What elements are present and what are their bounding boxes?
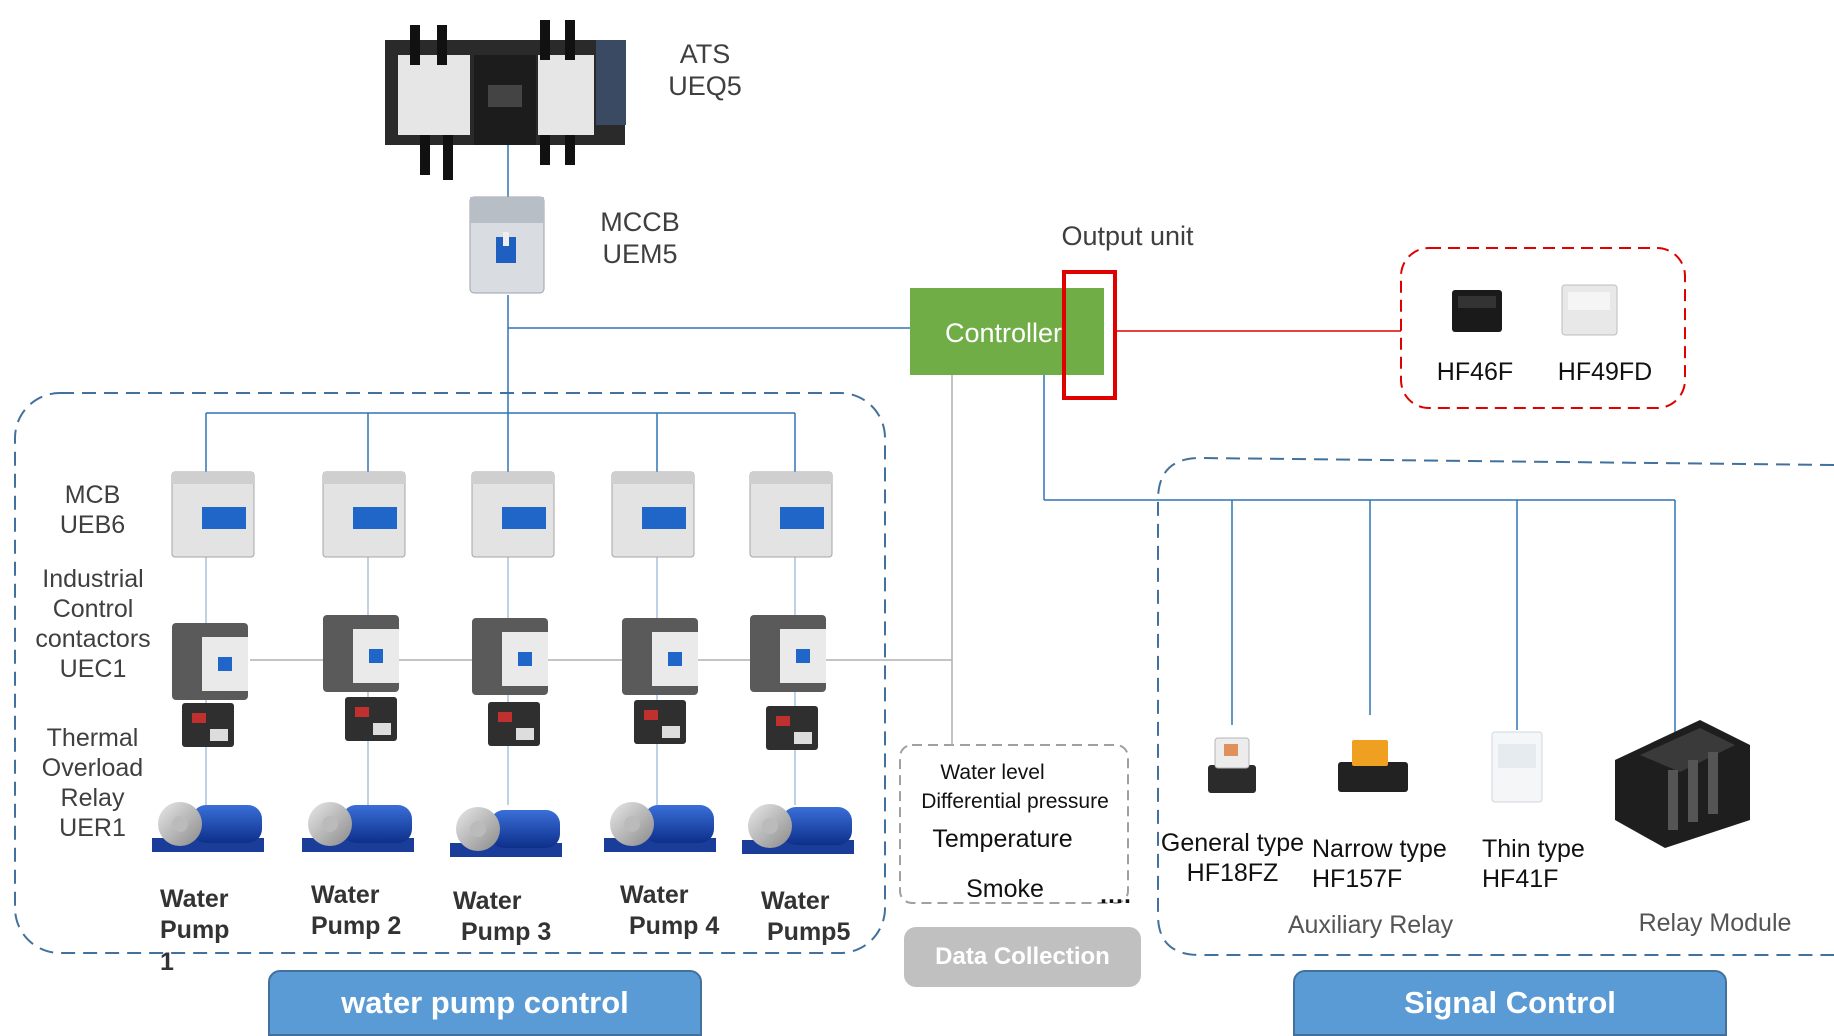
mccb-device-image bbox=[469, 196, 545, 294]
hf18fz-label-line1: General type bbox=[1160, 829, 1305, 857]
output-unit-label: Output unit bbox=[1061, 221, 1194, 251]
relay-module-image bbox=[1615, 720, 1750, 848]
hf46f-label: HF46F bbox=[1436, 358, 1514, 386]
contactors-label-line2: Control bbox=[52, 595, 134, 623]
pump-1-line2: Pump bbox=[160, 916, 230, 945]
pump-5-line1: Water bbox=[761, 887, 830, 915]
hf157f-label: Narrow type HF157F bbox=[1312, 834, 1462, 894]
dc-smoke: Smoke bbox=[966, 875, 1044, 903]
pump-4-line2: Pump 4 bbox=[629, 912, 720, 941]
hf49fd-label: HF49FD bbox=[1557, 358, 1653, 386]
contactors-label: Industrial Control contactors UEC1 bbox=[22, 564, 164, 684]
pump-4-line1: Water bbox=[620, 881, 689, 909]
signal-control-button[interactable]: Signal Control bbox=[1293, 970, 1727, 1036]
pump-control-group-box bbox=[14, 392, 886, 954]
hf157f-label-line1: Narrow type bbox=[1312, 835, 1447, 863]
controller-block bbox=[910, 288, 1104, 375]
contactors-label-line3: contactors bbox=[35, 625, 151, 653]
contactors-label-line4: UEC1 bbox=[59, 655, 127, 683]
hf41f-label-line2: HF41F bbox=[1482, 865, 1559, 893]
dc-water-level: Water level bbox=[940, 761, 1045, 784]
pump-1-line3: 1 bbox=[160, 947, 174, 976]
hf49fd-relay-image bbox=[1561, 284, 1618, 336]
pump-5-line2: Pump5 bbox=[767, 918, 851, 947]
mcb-label-line2: UEB6 bbox=[59, 511, 126, 539]
ats-label-line1: ATS bbox=[679, 39, 731, 69]
signal-control-group-box bbox=[1157, 456, 1834, 956]
pump-2-line1: Water bbox=[311, 881, 380, 909]
dc-ellipsis: …. bbox=[1099, 881, 1131, 909]
auxiliary-relay-label: Auxiliary Relay bbox=[1287, 911, 1454, 939]
contactor-devices bbox=[172, 615, 826, 700]
power-bus-lines bbox=[205, 145, 1676, 740]
dc-differential-pressure: Differential pressure bbox=[921, 790, 1109, 813]
hf18fz-label: General type HF18FZ bbox=[1155, 828, 1310, 888]
pump-1-line1: Water bbox=[160, 885, 229, 913]
ats-label-line2: UEQ5 bbox=[668, 71, 742, 102]
mccb-label: MCCB UEM5 bbox=[590, 206, 690, 271]
hf18fz-relay-image bbox=[1208, 737, 1256, 793]
mccb-label-line2: UEM5 bbox=[602, 239, 678, 270]
hf41f-label-line1: Thin type bbox=[1482, 835, 1585, 863]
hf157f-label-line2: HF157F bbox=[1312, 865, 1403, 893]
thermal-label-line4: UER1 bbox=[59, 814, 126, 842]
ats-label: ATS UEQ5 bbox=[660, 38, 750, 103]
data-collection-box bbox=[899, 744, 1129, 904]
controller-label: Controller bbox=[945, 318, 1063, 348]
ats-device-image bbox=[385, 20, 626, 180]
mcb-label: MCB UEB6 bbox=[40, 480, 145, 540]
thermal-label-line1: Thermal bbox=[46, 724, 139, 752]
thermal-relay-devices bbox=[182, 697, 818, 750]
relay-output-group-box bbox=[1400, 247, 1686, 409]
mcb-devices bbox=[171, 471, 833, 558]
pump-3-label: Water Pump 3 bbox=[453, 886, 551, 949]
hf41f-label: Thin type HF41F bbox=[1482, 834, 1602, 894]
pump-1-label: Water Pump 1 bbox=[160, 884, 229, 978]
output-unit-highlight bbox=[1062, 270, 1117, 400]
dc-temperature: Temperature bbox=[932, 825, 1073, 853]
pump-2-line2: Pump 2 bbox=[311, 912, 402, 941]
water-pump-control-button[interactable]: water pump control bbox=[268, 970, 702, 1036]
thermal-label-line3: Relay bbox=[60, 784, 125, 812]
mcb-label-line1: MCB bbox=[64, 481, 121, 509]
data-collection-button[interactable]: Data Collection bbox=[904, 927, 1141, 987]
hf157f-relay-image bbox=[1338, 740, 1408, 792]
hf41f-relay-image bbox=[1491, 731, 1543, 803]
hf46f-relay-image bbox=[1452, 290, 1502, 332]
pump-3-line2: Pump 3 bbox=[461, 918, 552, 947]
mccb-label-line1: MCCB bbox=[600, 207, 680, 237]
pump-3-line1: Water bbox=[453, 887, 522, 915]
pump-4-label: Water Pump 4 bbox=[620, 880, 719, 943]
thermal-relay-label: Thermal Overload Relay UER1 bbox=[30, 723, 155, 843]
pump-5-label: Water Pump5 bbox=[761, 886, 850, 949]
pump-2-label: Water Pump 2 bbox=[311, 880, 401, 943]
water-pump-devices bbox=[152, 802, 854, 857]
hf18fz-label-line2: HF18FZ bbox=[1186, 859, 1279, 887]
relay-module-label: Relay Module bbox=[1638, 909, 1792, 937]
contactors-label-line1: Industrial bbox=[42, 565, 144, 593]
thermal-label-line2: Overload bbox=[41, 754, 144, 782]
